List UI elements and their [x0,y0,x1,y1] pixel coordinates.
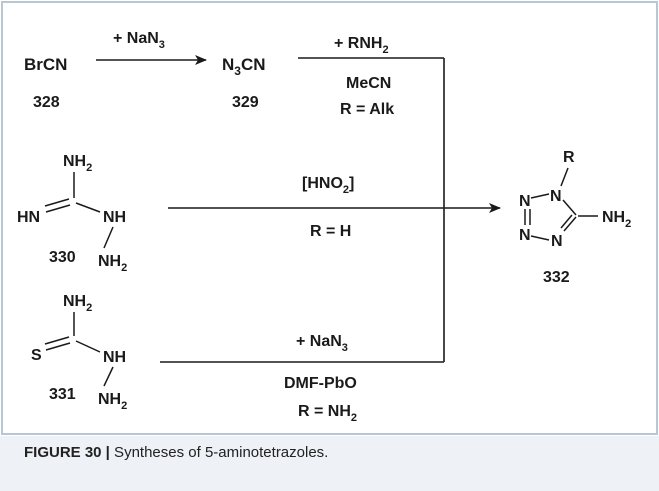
compound-332-number: 332 [543,269,570,286]
reagent-step1: + NaN3 [113,30,165,51]
svg-text:NH2: NH2 [63,153,92,174]
svg-text:[HNO2]: [HNO2] [302,175,354,196]
svg-text:NH2: NH2 [98,253,127,274]
reagent-step2: + RNH2 MeCN R = Alk [334,35,394,118]
svg-text:NH2: NH2 [602,209,631,230]
caption-band [0,436,659,491]
caption-text: Syntheses of 5-aminotetrazoles. [109,444,329,461]
svg-text:NH: NH [103,349,126,366]
svg-text:NH2: NH2 [98,391,127,412]
compound-329-number: 329 [232,94,259,111]
svg-text:+ RNH2: + RNH2 [334,35,389,56]
svg-text:N: N [551,233,563,250]
svg-text:N3CN: N3CN [222,55,266,78]
svg-text:+ NaN3: + NaN3 [296,333,348,354]
figure-frame [1,1,658,435]
svg-text:S: S [31,347,42,364]
svg-text:HN: HN [17,209,40,226]
svg-text:MeCN: MeCN [346,75,391,92]
compound-328-formula: BrCN [24,55,67,74]
svg-text:N: N [519,227,531,244]
svg-text:R = H: R = H [310,223,351,240]
compound-331-number: 331 [49,386,76,403]
compound-329-formula: N3CN [222,55,266,78]
svg-text:N: N [519,193,531,210]
svg-text:NH2: NH2 [63,293,92,314]
compound-330-structure: NH2 HN NH NH2 [17,153,127,274]
svg-text:+ NaN3: + NaN3 [113,30,165,51]
compound-328-number: 328 [33,94,60,111]
svg-text:DMF-PbO: DMF-PbO [284,375,357,392]
reaction-scheme: BrCN 328 + NaN3 N3CN 329 + RNH2 MeCN R =… [1,1,658,435]
svg-text:R = Alk: R = Alk [340,101,394,118]
svg-text:R: R [563,149,575,166]
caption-label: FIGURE 30 | [24,444,110,461]
compound-331-structure: NH2 S NH NH2 [31,293,127,412]
svg-text:R = NH2: R = NH2 [298,403,357,424]
svg-text:N: N [550,188,562,205]
figure-caption: FIGURE 30 | Syntheses of 5-aminotetrazol… [24,444,328,461]
compound-332-structure: R N N N N NH2 [519,149,631,250]
svg-text:NH: NH [103,209,126,226]
reagent-step4: + NaN3 DMF-PbO R = NH2 [284,333,357,424]
compound-330-number: 330 [49,249,76,266]
reagent-step3: [HNO2] R = H [302,175,354,240]
